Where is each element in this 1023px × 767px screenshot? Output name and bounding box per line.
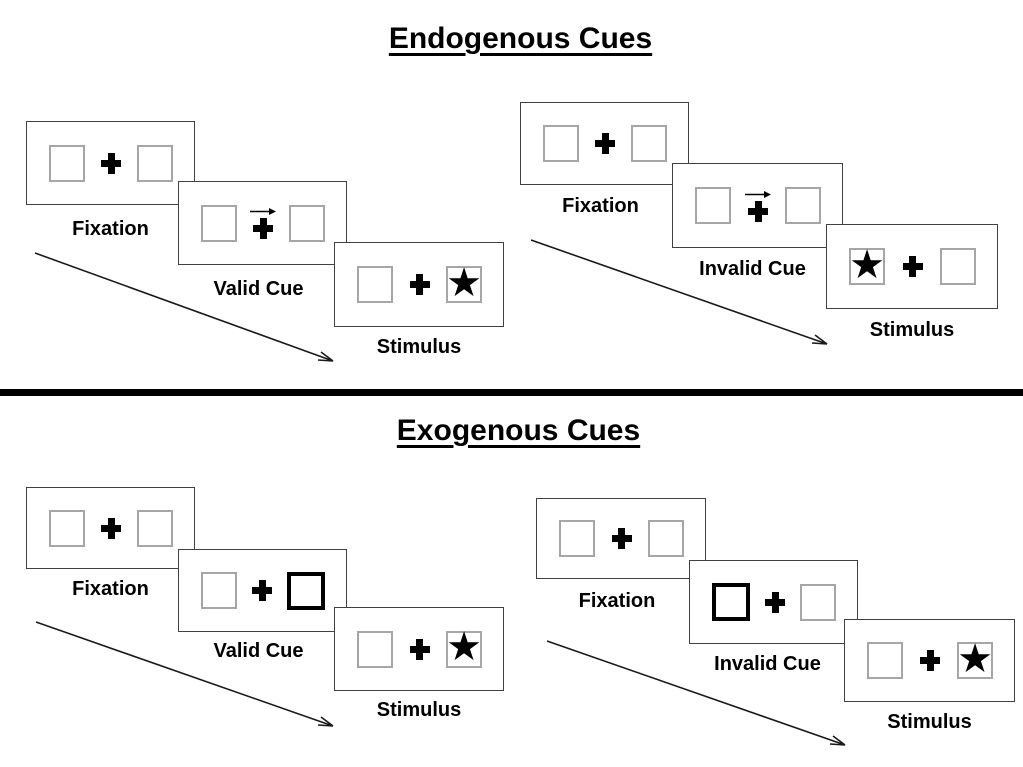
- fixation-panel: [520, 102, 689, 185]
- cue-arrow-right-icon: [250, 208, 276, 215]
- section-title-endogenous: Endogenous Cues: [388, 22, 653, 55]
- stimulus-panel: ★: [334, 607, 504, 691]
- right-stimulus-box: ★: [446, 260, 482, 305]
- right-placeholder-box: [800, 583, 836, 621]
- left-placeholder-box: [49, 509, 85, 547]
- stimulus-panel: ★: [844, 619, 1015, 702]
- fixation-cross-icon: [252, 580, 272, 601]
- right-stimulus-box: ★: [957, 636, 993, 681]
- fixation-cross-icon: [409, 638, 430, 660]
- timeline-arrow-icon: [530, 239, 828, 345]
- right-stimulus-box: ★: [446, 627, 482, 668]
- right-placeholder-box: [631, 125, 667, 162]
- fixation-cross-icon: [611, 528, 632, 549]
- panel-label: Stimulus: [376, 699, 462, 721]
- right-placeholder-box: [289, 204, 325, 242]
- timeline-arrow-icon: [35, 621, 334, 727]
- valid-cue-panel: [178, 549, 347, 632]
- cue-arrow-right-icon: [745, 190, 771, 198]
- right-placeholder-box: [940, 248, 976, 285]
- right-placeholder-box: [137, 509, 173, 547]
- panel-label: Fixation: [72, 218, 149, 240]
- right-placeholder-box: [648, 520, 684, 557]
- fixation-cross-icon: [253, 218, 273, 239]
- fixation-cross-icon: [765, 591, 785, 613]
- panel-label: Stimulus: [376, 336, 462, 358]
- star-icon: ★: [957, 636, 993, 681]
- cue-highlight-box: [287, 571, 325, 610]
- left-placeholder-box: [695, 187, 731, 224]
- section-divider: [0, 389, 1023, 396]
- fixation-cross-icon: [748, 200, 768, 222]
- right-placeholder-box: [785, 187, 821, 224]
- left-placeholder-box: [357, 630, 393, 668]
- timeline-arrow-icon: [546, 640, 846, 746]
- timeline-arrow-icon: [34, 252, 334, 362]
- central-cue-symbol: [250, 207, 276, 239]
- panel-label: Valid Cue: [213, 640, 304, 662]
- star-icon: ★: [446, 625, 482, 669]
- fixation-cross-icon: [101, 517, 121, 539]
- panel-label: Invalid Cue: [714, 653, 821, 675]
- valid-cue-panel: [178, 181, 347, 265]
- panel-label: Fixation: [562, 195, 639, 217]
- fixation-panel: [26, 121, 195, 205]
- star-icon: ★: [849, 242, 885, 287]
- central-cue-symbol: [745, 190, 771, 222]
- panel-label: Stimulus: [887, 711, 972, 733]
- fixation-panel: [536, 498, 706, 579]
- fixation-panel: [26, 487, 195, 569]
- panel-label: Fixation: [578, 590, 656, 612]
- left-placeholder-box: [201, 572, 237, 609]
- fixation-cross-icon: [920, 650, 940, 671]
- panel-label: Valid Cue: [213, 278, 304, 300]
- star-icon: ★: [446, 260, 482, 305]
- left-placeholder-box: [49, 144, 85, 182]
- invalid-cue-panel: [689, 560, 858, 644]
- section-title-exogenous: Exogenous Cues: [396, 414, 641, 447]
- fixation-cross-icon: [902, 256, 923, 277]
- left-placeholder-box: [867, 642, 903, 679]
- left-stimulus-box: ★: [849, 242, 885, 287]
- fixation-cross-icon: [595, 133, 615, 154]
- right-placeholder-box: [137, 144, 173, 182]
- invalid-cue-panel: [672, 163, 843, 248]
- panel-label: Invalid Cue: [699, 258, 806, 280]
- stimulus-panel: ★: [334, 242, 504, 327]
- stimulus-panel: ★: [826, 224, 998, 309]
- panel-label: Stimulus: [869, 319, 955, 341]
- panel-label: Fixation: [72, 578, 149, 600]
- left-placeholder-box: [559, 520, 595, 557]
- cue-highlight-box: [712, 583, 750, 621]
- fixation-cross-icon: [409, 274, 430, 295]
- left-placeholder-box: [543, 125, 579, 162]
- left-placeholder-box: [201, 204, 237, 242]
- fixation-cross-icon: [101, 152, 121, 174]
- left-placeholder-box: [357, 266, 393, 303]
